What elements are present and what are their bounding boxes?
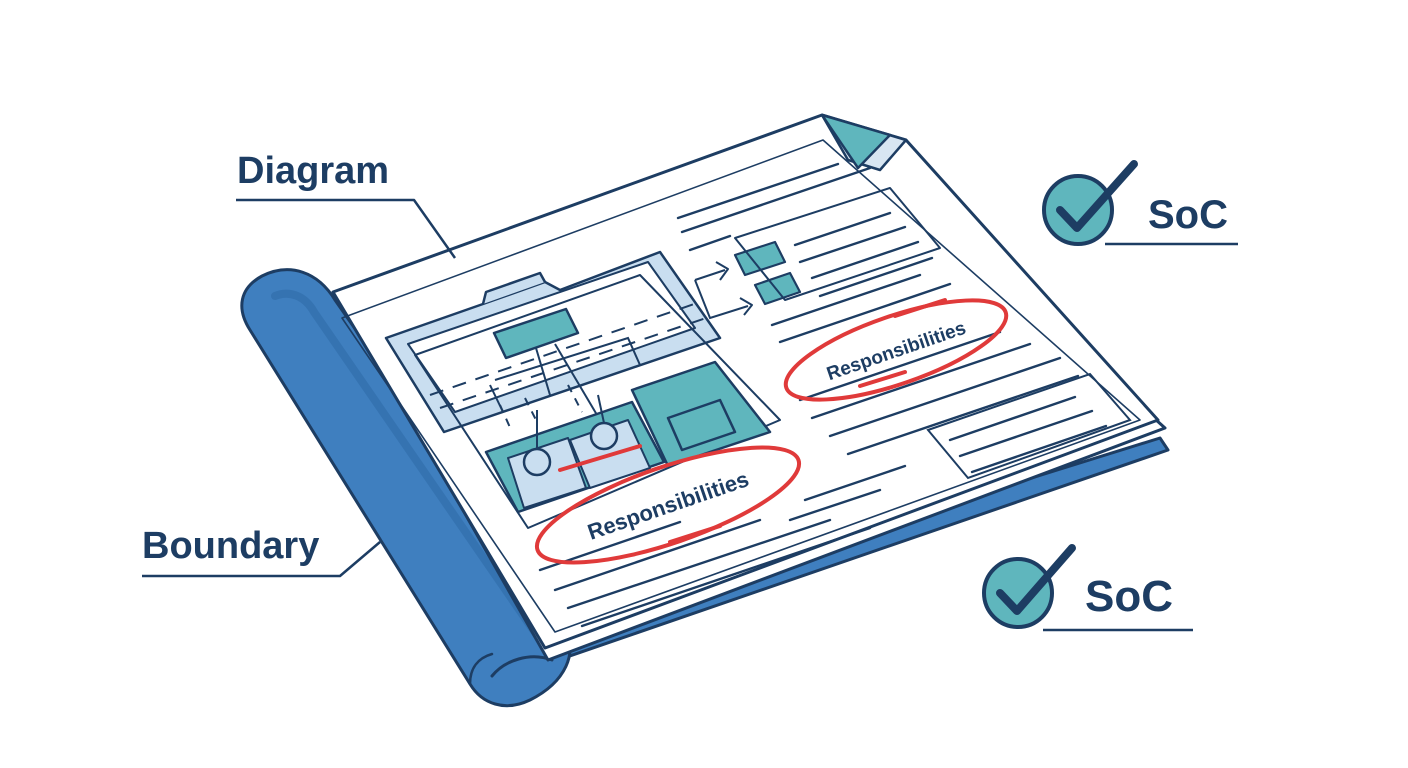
boundary-callout: Boundary [142, 525, 381, 578]
check-circle-icon [1042, 160, 1138, 246]
mini-diagram [694, 187, 941, 320]
diagram-panel [384, 250, 781, 529]
soc-top-label: SoC [1148, 193, 1228, 237]
boundary-label: Boundary [142, 525, 319, 567]
diagram-label: Diagram [237, 150, 389, 192]
check-circle-icon [982, 544, 1076, 629]
soc-top-badge: SoC [1042, 160, 1238, 246]
text-lines [538, 162, 1132, 628]
soc-bottom-badge: SoC [982, 544, 1193, 632]
folded-corner-icon [820, 113, 908, 172]
soc-bottom-label: SoC [1085, 572, 1173, 621]
diagram-callout: Diagram [236, 150, 457, 259]
